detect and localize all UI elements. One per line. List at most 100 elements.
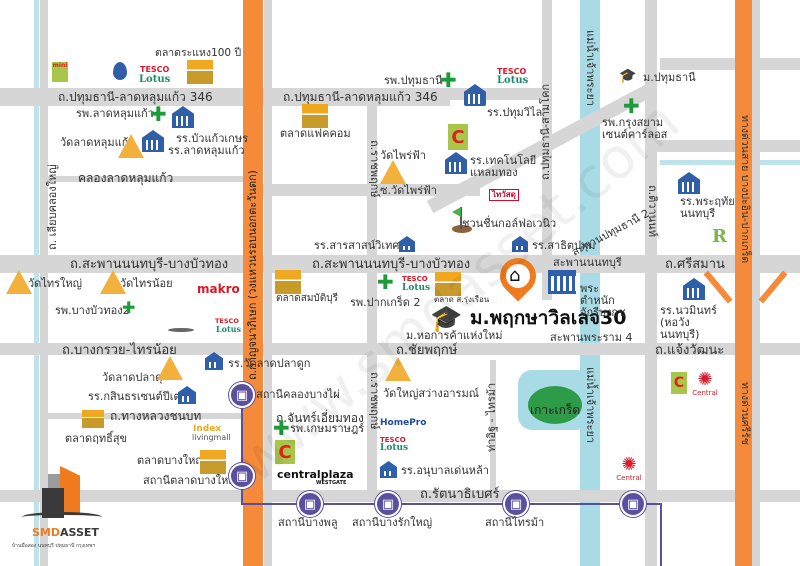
label-rp-kasemrad: รพ.เกษมราษฎร์ [290,422,365,435]
train-station-icon-khlong-bang-phai[interactable]: ▣ [229,382,255,408]
school-icon-technology [445,152,467,174]
road-label-saphan-nonthaburi: สะพานนนทบุรี [553,256,622,269]
label-rr-technology: รร.เทคโนโลยีแหลมทอง [470,154,537,179]
school-icon-lat-lum-kaeo [142,130,164,152]
lotus-logo-4: Lotus [380,443,409,453]
tesco-logo-2: TESCO [497,67,527,76]
school-icon-pathum-wilai [464,84,486,106]
road-bang-kruai [0,343,800,355]
tesco-logo-4: TESCO [380,436,406,444]
road-label-chai-phruek: ถ.ชัยพฤกษ์ [396,343,458,358]
road-tiwanon [645,0,657,566]
road-label-chao-phraya-2: แม่น้ำเจ้าพระยา [584,367,597,444]
thai-watsadu-logo: ไทวัสดุ [489,189,519,201]
homepro-logo: HomePro [380,418,427,428]
hospital-icon-lat-lum-kaeo: ✚ [150,102,167,126]
road-label-ratchaphruek-2: ถ.ราชพฤกษ์ [368,372,381,430]
road-pathum-samkhok [542,0,552,300]
market-icon-rit-suk [82,410,104,428]
central-icon-westgate-east: ✺ Central [616,454,642,483]
school-icon-nawamin [683,278,705,300]
road-saphan-nonthaburi [0,255,800,273]
train-station-icon-talat-bang-yai[interactable]: ▣ [229,463,255,489]
label-wat-sai-noi: วัดไทรน้อย [120,277,173,290]
condo-title: ม.พฤกษาวิลเลจ30 [470,307,627,329]
road-top-right [660,58,800,70]
label-talat-rit-suk: ตลาดฤทธิ์สุข [65,432,128,445]
label-wat-yai-sawang: วัดใหญ่สว่างอารมณ์ [383,387,479,400]
school-icon-anuban [380,461,397,478]
highway-junction-left [703,270,733,304]
highway-junction-right [758,270,788,304]
label-station-khlong-bang-phai: สถานีคลองบางไผ่ [256,388,340,401]
road-label-khlong: คลองลาดหลุมแก้ว [78,171,174,185]
label-rr-lat-lum-kaeo: รร.ลาดหลุมแก้ว [168,144,245,157]
road-thang-luang [40,413,250,419]
label-wat-lat-pla-duk: วัดลาดปลาดุ [102,371,163,384]
university-icon-chamber: 🎓 [430,304,463,334]
bigc-icon-chaeng-watthana: C [671,372,687,394]
road-label-tha-it: ท่าอิฐ - ไทรม้า [485,382,498,452]
label-m-chamber-commerce: ม.หอการค้าแห่งใหม่ [406,329,503,342]
road-label-346-left: ถ.ปทุมธานี-ลาดหลุมแก้ว 346 [58,90,213,104]
temple-icon-lat-pla-duk [157,356,183,380]
smdasset-logo: SMDASSET บ้านมือสอง นนทบุรี ปทุมธานี กรุ… [10,462,110,562]
road-label-expressway-south: ทางด่วนศรีรัช [739,382,751,445]
road-shadow-decoration [168,328,194,332]
logo-smd: SMD [32,526,60,539]
ptt-gas-icon [113,62,127,80]
lotus-express-logo: Lotus [216,324,241,334]
market-icon-rahaeng [187,60,213,84]
label-rr-bua-kaeo: รร.บัวแก้วเกษร [176,132,248,145]
road-label-tiwanon: ถ.ติวานนท์ [646,185,659,237]
road-label-346-mid: ถ.ปทุมธานี-ลาดหลุมแก้ว 346 [283,90,438,104]
train-station-icon-bang-phlu[interactable]: ▣ [297,491,323,517]
label-rp-pathum-thani: รพ.ปทุมธานี [384,74,443,87]
road-tiwanon-cross [650,140,800,152]
label-rp-bang-bua-thong: รพ.บางบัวทอง2 [55,304,130,317]
tesco-logo-3: TESCO [402,275,428,283]
road-label-bang-kruai: ถ.บางกรวย-ไทรน้อย [62,343,177,358]
label-ko-kret: เกาะเกร็ด [530,403,581,417]
label-rr-sarasas: รร.สารสาสน์วิเทศ [314,239,400,252]
home-icon: ⌂ [509,265,521,286]
train-station-icon-east[interactable]: ▣ [620,491,646,517]
school-icon-bua-kaeo [172,106,194,128]
road-tha-it [490,360,496,495]
hospital-icon-pathum-thani: ✚ [440,68,457,92]
ko-kret-island [528,386,582,424]
label-rp-pak-kret: รพ.ปากเกร็ด 2 [350,296,421,309]
label-station-bang-phlu: สถานีบางพลู [278,516,338,529]
road-label-saphan-left: ถ.สะพานนนทบุรี-บางบัวทอง [70,257,229,272]
livingmall-logo: livingmall [192,433,231,442]
label-rr-wat-lat-pla-duk: รร.วัดลาดปลาดูก [228,357,311,370]
train-station-icon-bang-rak-yai[interactable]: ▣ [375,491,401,517]
central-plaza-logo: centralplaza [277,468,354,481]
mini-bigc-logo: mini [52,62,68,82]
label-rr-pathum-wilai: รร.ปทุมวิไล [487,106,543,119]
road-label-rattanathibet: ถ.รัตนาธิเบศร์ [420,487,500,502]
road-label-phra-ram-4: สะพานพระราม 4 [550,331,633,344]
road-rattanathibet [0,490,800,502]
logo-tagline: บ้านมือสอง นนทบุรี ปทุมธานี กรุงเทพฯ [12,543,96,549]
condo-location-marker[interactable]: ⌂ [492,250,544,304]
school-icon-kasinthon [178,386,196,404]
temple-icon-sai-yai [6,270,32,294]
canal-left [34,0,39,566]
purple-line-track [241,388,243,504]
market-icon-bang-yai [200,450,226,474]
label-rr-anuban: รร.อนุบาลเด่นหล้า [401,464,489,477]
label-talat-fak-khom: ตลาดแฟคคอม [280,127,351,140]
hospital-icon-kasemrad: ✚ [273,416,290,440]
school-icon-sarasas [399,236,415,252]
label-phra-tamnak: พระตำหนักจักรีบงกช [580,282,626,320]
temple-icon-lat-lum-kaeo [118,134,144,158]
train-station-icon-sai-ma[interactable]: ▣ [503,491,529,517]
lotus-logo-1: Lotus [139,74,171,85]
robinson-logo: R [712,226,727,247]
school-icon-phra-ruthai [678,172,700,194]
label-m-pathum-thani: ม.ปทุมธานี [643,71,696,84]
road-label-thang-luang: ถ.ทางหลวงชนบท [110,409,202,423]
label-rr-kasinthon: รร.กสินธรเซนต์ปีเตอร์ [88,390,194,403]
